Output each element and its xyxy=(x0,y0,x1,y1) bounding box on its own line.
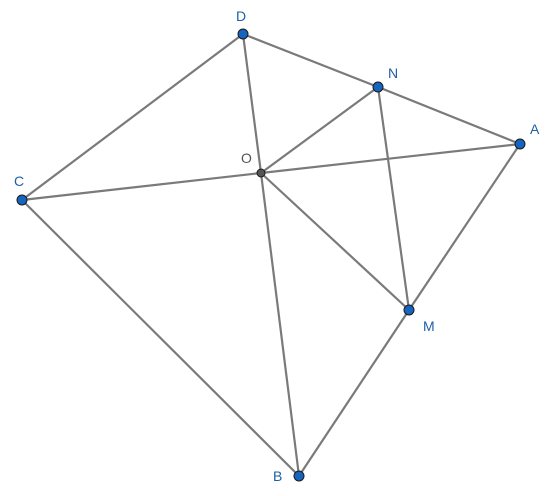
segment-oa xyxy=(259,142,522,175)
point-o xyxy=(256,168,266,178)
segment-do xyxy=(241,32,263,175)
segment-na xyxy=(376,85,522,146)
segment-nm xyxy=(376,85,411,312)
point-m xyxy=(403,304,415,316)
point-a xyxy=(514,138,526,150)
labels-layer: D N A C O M B xyxy=(14,8,540,484)
segment-no xyxy=(259,85,380,175)
label-o: O xyxy=(241,150,252,166)
segment-co xyxy=(20,171,263,202)
segment-cb xyxy=(20,198,301,478)
segment-dc xyxy=(20,32,245,202)
points-layer xyxy=(16,28,526,482)
label-n: N xyxy=(388,65,398,81)
point-d xyxy=(237,28,249,40)
point-n xyxy=(372,81,384,93)
label-m: M xyxy=(423,318,435,334)
label-a: A xyxy=(530,121,540,137)
label-c: C xyxy=(14,173,24,189)
label-b: B xyxy=(273,468,282,484)
segment-bm xyxy=(297,308,411,478)
point-c xyxy=(16,194,28,206)
segment-ma xyxy=(407,142,522,312)
segment-dn xyxy=(241,32,380,89)
segment-ob xyxy=(259,171,301,478)
segments-layer xyxy=(20,32,522,478)
point-b xyxy=(293,470,305,482)
label-d: D xyxy=(236,8,246,24)
segment-om xyxy=(259,171,411,312)
